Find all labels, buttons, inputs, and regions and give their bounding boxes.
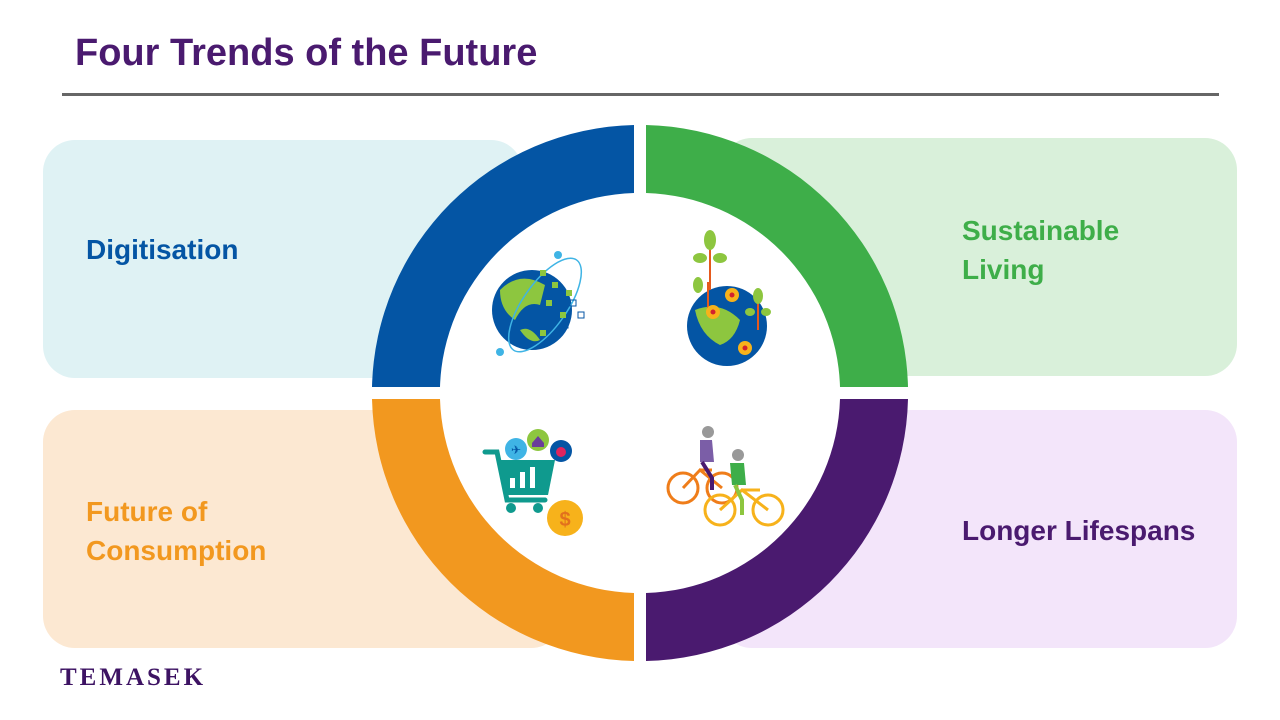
svg-text:✈: ✈ [511, 443, 521, 457]
plant-globe-icon [687, 230, 771, 366]
label-longer-lifespans: Longer Lifespans [962, 515, 1196, 546]
label-digitisation: Digitisation [86, 234, 239, 265]
ring-segment-sustainable [646, 125, 908, 387]
temasek-logo: TEMASEK [60, 664, 207, 691]
label-sustainable-living: Sustainable Living [962, 215, 1120, 285]
ring-segment-digitisation [372, 125, 634, 387]
svg-text:$: $ [559, 509, 570, 531]
title-divider [62, 93, 1219, 96]
elderly-cyclists-icon [666, 426, 785, 527]
ring-segment-consumption [372, 399, 634, 661]
digital-globe-icon [492, 251, 585, 356]
ring-segment-lifespans [646, 399, 908, 661]
slide-title: Four Trends of the Future [75, 32, 538, 74]
label-future-of-consumption: Future of Consumption [86, 496, 267, 566]
shopping-cart-icon: ✈ $ [482, 429, 583, 536]
